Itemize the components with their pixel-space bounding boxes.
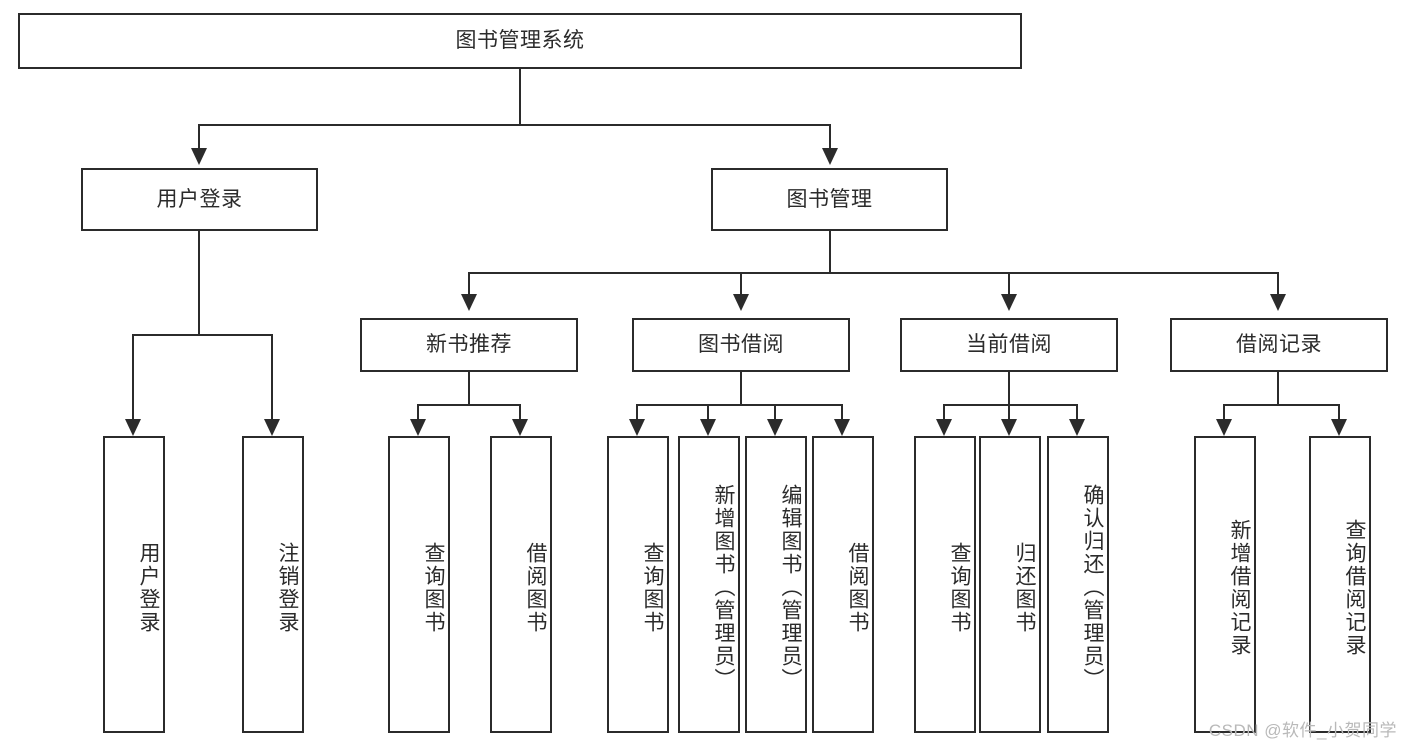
connector-new-book-rec-drop-1 — [417, 404, 419, 419]
node-book-borrow[interactable]: 图书借阅 — [632, 318, 850, 372]
node-current-borrow[interactable]: 当前借阅 — [900, 318, 1118, 372]
connector-root-stem — [519, 69, 521, 125]
arrow-to-new-book-rec — [461, 294, 477, 311]
leaf-borrow-book-new-rec[interactable]: 借阅图书 — [490, 436, 552, 733]
node-root-book-management-system[interactable]: 图书管理系统 — [18, 13, 1022, 69]
connector-borrow-record-bar — [1223, 404, 1339, 406]
connector-user-login-drop-1 — [132, 334, 134, 419]
arrow-book-borrow-leaf-4 — [834, 419, 850, 436]
connector-borrow-record-stem — [1277, 372, 1279, 405]
connector-new-book-rec-bar — [417, 404, 520, 406]
leaf-query-book-borrow[interactable]: 查询图书 — [607, 436, 669, 733]
node-label: 借阅图书 — [524, 541, 547, 634]
connector-to-new-book-rec — [468, 272, 470, 294]
connector-root-bar — [198, 124, 831, 126]
node-label: 查询借阅记录 — [1343, 518, 1366, 657]
arrow-book-borrow-leaf-2 — [700, 419, 716, 436]
arrow-user-login-leaf-1 — [125, 419, 141, 436]
leaf-query-book-current[interactable]: 查询图书 — [914, 436, 976, 733]
node-label: 借阅图书 — [846, 541, 869, 634]
leaf-query-book-new-rec[interactable]: 查询图书 — [388, 436, 450, 733]
node-label: 当前借阅 — [966, 333, 1052, 357]
connector-to-book-management — [829, 124, 831, 148]
connector-borrow-record-drop-2 — [1338, 404, 1340, 419]
node-book-management[interactable]: 图书管理 — [711, 168, 948, 231]
connector-book-management-stem — [829, 231, 831, 273]
connector-new-book-rec-stem — [468, 372, 470, 405]
arrow-current-borrow-leaf-3 — [1069, 419, 1085, 436]
arrow-to-borrow-record — [1270, 294, 1286, 311]
connector-book-borrow-bar — [636, 404, 843, 406]
arrow-new-book-rec-leaf-2 — [512, 419, 528, 436]
node-label: 查询图书 — [948, 541, 971, 634]
node-label: 查询图书 — [422, 541, 445, 634]
arrow-book-borrow-leaf-3 — [767, 419, 783, 436]
node-label: 图书管理系统 — [455, 29, 585, 53]
node-label: 图书管理 — [786, 187, 873, 211]
node-label: 编辑图书（管理员） — [779, 484, 802, 691]
node-new-book-recommendation[interactable]: 新书推荐 — [360, 318, 578, 372]
arrow-to-user-login — [191, 148, 207, 165]
node-label: 图书借阅 — [698, 333, 784, 357]
arrow-current-borrow-leaf-2 — [1001, 419, 1017, 436]
connector-user-login-stem — [198, 231, 200, 335]
arrow-to-book-borrow — [733, 294, 749, 311]
arrow-to-book-management — [822, 148, 838, 165]
node-label: 新增借阅记录 — [1228, 518, 1251, 657]
connector-user-login-drop-2 — [271, 334, 273, 419]
node-label: 新书推荐 — [426, 333, 512, 357]
arrow-borrow-record-leaf-2 — [1331, 419, 1347, 436]
arrow-book-borrow-leaf-1 — [629, 419, 645, 436]
arrow-user-login-leaf-2 — [264, 419, 280, 436]
node-label: 用户登录 — [156, 187, 243, 211]
connector-borrow-record-drop-1 — [1223, 404, 1225, 419]
node-label: 用户登录 — [137, 541, 160, 634]
node-borrow-record[interactable]: 借阅记录 — [1170, 318, 1388, 372]
arrow-borrow-record-leaf-1 — [1216, 419, 1232, 436]
leaf-return-book[interactable]: 归还图书 — [979, 436, 1041, 733]
connector-book-borrow-drop-3 — [774, 404, 776, 419]
connector-current-borrow-stem — [1008, 372, 1010, 405]
leaf-edit-book-admin[interactable]: 编辑图书（管理员） — [745, 436, 807, 733]
leaf-borrow-book[interactable]: 借阅图书 — [812, 436, 874, 733]
connector-current-borrow-drop-1 — [943, 404, 945, 419]
leaf-add-borrow-record[interactable]: 新增借阅记录 — [1194, 436, 1256, 733]
connector-user-login-bar — [132, 334, 272, 336]
connector-current-borrow-bar — [943, 404, 1077, 406]
connector-book-borrow-drop-4 — [841, 404, 843, 419]
node-label: 确认归还（管理员） — [1081, 484, 1104, 691]
connector-book-borrow-stem — [740, 372, 742, 405]
arrow-new-book-rec-leaf-1 — [410, 419, 426, 436]
node-label: 注销登录 — [276, 541, 299, 634]
leaf-add-book-admin[interactable]: 新增图书（管理员） — [678, 436, 740, 733]
csdn-watermark: CSDN @软件_小贺同学 — [1208, 721, 1397, 740]
node-label: 归还图书 — [1013, 541, 1036, 634]
node-user-login[interactable]: 用户登录 — [81, 168, 318, 231]
connector-to-borrow-record — [1277, 272, 1279, 294]
leaf-user-login[interactable]: 用户登录 — [103, 436, 165, 733]
arrow-to-current-borrow — [1001, 294, 1017, 311]
connector-book-borrow-drop-1 — [636, 404, 638, 419]
connector-book-borrow-drop-2 — [707, 404, 709, 419]
node-label: 查询图书 — [641, 541, 664, 634]
connector-to-current-borrow — [1008, 272, 1010, 294]
leaf-confirm-return-admin[interactable]: 确认归还（管理员） — [1047, 436, 1109, 733]
connector-to-book-borrow — [740, 272, 742, 294]
connector-current-borrow-drop-2 — [1008, 404, 1010, 419]
arrow-current-borrow-leaf-1 — [936, 419, 952, 436]
node-label: 借阅记录 — [1236, 333, 1322, 357]
connector-book-management-bar — [468, 272, 1279, 274]
leaf-logout[interactable]: 注销登录 — [242, 436, 304, 733]
connector-current-borrow-drop-3 — [1076, 404, 1078, 419]
leaf-query-borrow-record[interactable]: 查询借阅记录 — [1309, 436, 1371, 733]
connector-to-user-login — [198, 124, 200, 148]
connector-new-book-rec-drop-2 — [519, 404, 521, 419]
node-label: 新增图书（管理员） — [712, 484, 735, 691]
